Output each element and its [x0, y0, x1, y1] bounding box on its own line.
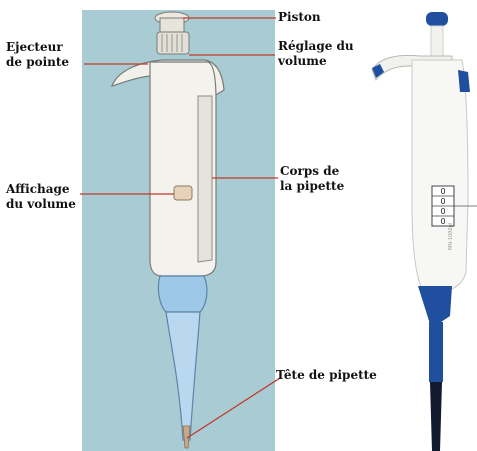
label-affichage-du-volume: Affichage du volume — [6, 182, 76, 212]
volume-display-window — [174, 186, 192, 200]
label-tete-text: Tête de pipette — [276, 368, 377, 382]
photo-body — [412, 60, 468, 292]
label-affichage-line1: Affichage — [6, 182, 76, 197]
photo-side-grip — [458, 70, 470, 92]
label-corps-line1: Corps de — [280, 164, 344, 179]
photo-lower-collar — [418, 286, 452, 324]
photo-piston-button — [426, 12, 448, 26]
body-ridge — [198, 96, 212, 262]
label-corps-de-la-pipette: Corps de la pipette — [280, 164, 344, 194]
label-tete-de-pipette: Tête de pipette — [276, 368, 377, 383]
counter-digit-2: 0 — [440, 197, 445, 206]
label-ejecteur-line1: Ejecteur — [6, 40, 69, 55]
label-reglage-du-volume: Réglage du volume — [278, 39, 354, 69]
label-ejecteur-line2: de pointe — [6, 55, 69, 70]
photo-shaft-end — [430, 382, 442, 451]
label-ejecteur-de-pointe: Ejecteur de pointe — [6, 40, 69, 70]
photo-piston-rod — [431, 26, 443, 56]
label-piston-text: Piston — [278, 10, 321, 24]
counter-digit-1: 0 — [440, 187, 445, 196]
photo-pipette: 0 0 0 0 MN-1000μl — [372, 12, 477, 451]
label-reglage-line2: volume — [278, 54, 354, 69]
counter-digit-3: 0 — [440, 207, 445, 216]
counter-digit-4: 0 — [440, 217, 445, 226]
label-corps-line2: la pipette — [280, 179, 344, 194]
tip-collar — [158, 276, 207, 312]
photo-lower-shaft — [429, 322, 443, 382]
label-reglage-line1: Réglage du — [278, 39, 354, 54]
label-affichage-line2: du volume — [6, 197, 76, 212]
label-piston: Piston — [278, 10, 321, 25]
model-label: MN-1000μl — [448, 223, 454, 250]
piston-stem — [160, 18, 184, 32]
